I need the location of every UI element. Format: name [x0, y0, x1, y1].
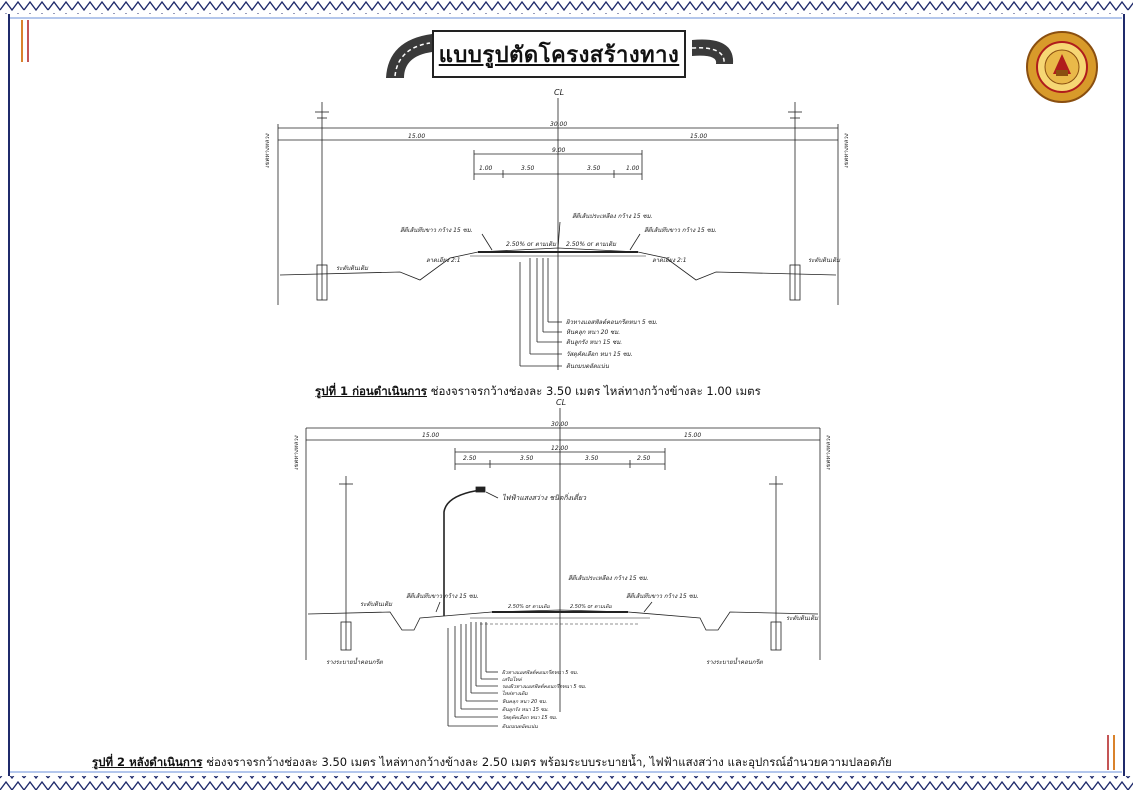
top-border — [0, 0, 1133, 14]
title-box: แบบรูปตัดโครงสร้างทาง — [432, 30, 686, 78]
ground-right-2: ระดับดินเดิม — [786, 615, 819, 622]
dim-total-2: 30.00 — [551, 421, 568, 428]
slope-right-1: 2.50% or ตามเดิม — [566, 241, 617, 248]
slope-left-1: 2.50% or ตามเดิม — [506, 241, 557, 248]
side-slope-left-1: ลาดเอียง 2:1 — [426, 256, 461, 264]
dim-lane-left-2: 3.50 — [520, 455, 534, 462]
figure-1-caption-lead: รูปที่ 1 ก่อนดำเนินการ — [315, 384, 427, 398]
label-edge-right-1: สีตีเส้นทึบขาว กว้าง 15 ซม. — [644, 226, 717, 234]
ground-right-1: ระดับดินเดิม — [808, 257, 841, 264]
dim-shoulder-left-1: 1.00 — [479, 165, 493, 172]
row-label-left-2: เขตทางหลวง — [293, 435, 300, 470]
layer-1-4: วัสดุคัดเลือก หนา 15 ซม. — [566, 350, 633, 358]
figure-2-caption-text: ช่องจราจรกว้างช่องละ 3.50 เมตร ไหล่ทางกว… — [202, 755, 892, 769]
layer-2-4: ไหล่ทางเดิม — [502, 690, 528, 697]
drain-right-2: รางระบายน้ำคอนกรีต — [706, 657, 764, 666]
figure-1-caption: รูปที่ 1 ก่อนดำเนินการ ช่องจราจรกว้างช่อ… — [315, 383, 761, 401]
slope-left-2: 2.50% or ตามเดิม — [508, 603, 550, 610]
ground-left-1: ระดับดินเดิม — [336, 265, 369, 272]
street-light-pole-icon — [443, 489, 481, 616]
label-edge-left-1: สีตีเส้นทึบขาว กว้าง 15 ซม. — [400, 226, 473, 234]
dim-shoulder-left-2: 2.50 — [463, 455, 477, 462]
row-label-right-2: เขตทางหลวง — [825, 435, 832, 470]
dim-right-half-1: 15.00 — [690, 133, 707, 140]
label-center-line-1: สีตีเส้นประเหลือง กว้าง 15 ซม. — [572, 212, 653, 220]
cl-label-2: CL — [556, 398, 566, 407]
layer-1-1: ผิวทางแอสฟัลต์คอนกรีตหนา 5 ซม. — [566, 318, 658, 326]
road-profile-2 — [307, 609, 819, 631]
drain-left-2: รางระบายน้ำคอนกรีต — [326, 657, 384, 666]
dim-pavement-1: 9.00 — [552, 147, 566, 154]
layer-2-3: รองผิวทางแอสฟัลต์คอนกรีตหนา 5 ซม. — [502, 683, 586, 690]
dim-shoulder-right-2: 2.50 — [637, 455, 651, 462]
department-seal-logo — [1026, 31, 1098, 103]
dim-pavement-2: 12.00 — [551, 445, 568, 452]
road-curve-left-icon — [386, 34, 432, 78]
layer-2-2: เสริมไหล่ — [502, 676, 523, 683]
ground-left-2: ระดับดินเดิม — [360, 601, 393, 608]
row-label-left-1: เขตทางหลวง — [264, 133, 271, 168]
page-title: แบบรูปตัดโครงสร้างทาง — [438, 42, 680, 68]
dim-left-half-2: 15.00 — [422, 432, 439, 439]
dim-lane-left-1: 3.50 — [521, 165, 535, 172]
layer-2-6: ดินลูกรัง หนา 15 ซม. — [502, 706, 549, 713]
figure-2-caption: รูปที่ 2 หลังดำเนินการ ช่องจราจรกว้างช่อ… — [92, 754, 892, 772]
dim-lane-right-2: 3.50 — [585, 455, 599, 462]
layer-1-5: ดินถมบดอัดแน่น — [566, 363, 610, 370]
side-slope-right-1: ลาดเอียง 2:1 — [652, 256, 687, 264]
figure-2-caption-lead: รูปที่ 2 หลังดำเนินการ — [92, 755, 203, 769]
layer-2-8: ดินถมบดอัดแน่น — [502, 723, 538, 730]
dim-right-half-2: 15.00 — [684, 432, 701, 439]
dim-left-half-1: 15.00 — [408, 133, 425, 140]
dim-shoulder-right-1: 1.00 — [626, 165, 640, 172]
slope-right-2: 2.50% or ตามเดิม — [570, 603, 612, 610]
layer-1-2: หินคลุก หนา 20 ซม. — [566, 329, 620, 336]
dim-total-1: 30.00 — [550, 121, 567, 128]
dim-lane-right-1: 3.50 — [587, 165, 601, 172]
layer-2-5: หินคลุก หนา 20 ซม. — [502, 698, 547, 705]
cl-label-1: CL — [554, 88, 564, 97]
layer-2-1: ผิวทางแอสฟัลต์คอนกรีตหนา 5 ซม. — [502, 669, 578, 676]
label-edge-right-2: สีตีเส้นทึบขาว กว้าง 15 ซม. — [626, 592, 699, 600]
layer-2-7: วัสดุคัดเลือก หนา 15 ซม. — [502, 714, 557, 721]
row-label-right-1: เขตทางหลวง — [843, 133, 850, 168]
road-curve-right-icon — [691, 39, 734, 65]
label-light-2: ไฟฟ้าแสงสว่าง ชนิดกิ่งเดี่ยว — [502, 492, 587, 502]
bottom-border — [0, 776, 1133, 790]
label-center-line-2: สีตีเส้นประเหลือง กว้าง 15 ซม. — [568, 574, 649, 582]
figure-1-caption-text: ช่องจราจรกว้างช่องละ 3.50 เมตร ไหล่ทางกว… — [426, 384, 761, 398]
label-edge-left-2: สีตีเส้นทึบขาว กว้าง 15 ซม. — [406, 592, 479, 600]
layer-1-3: ดินลูกรัง หนา 15 ซม. — [566, 339, 622, 346]
